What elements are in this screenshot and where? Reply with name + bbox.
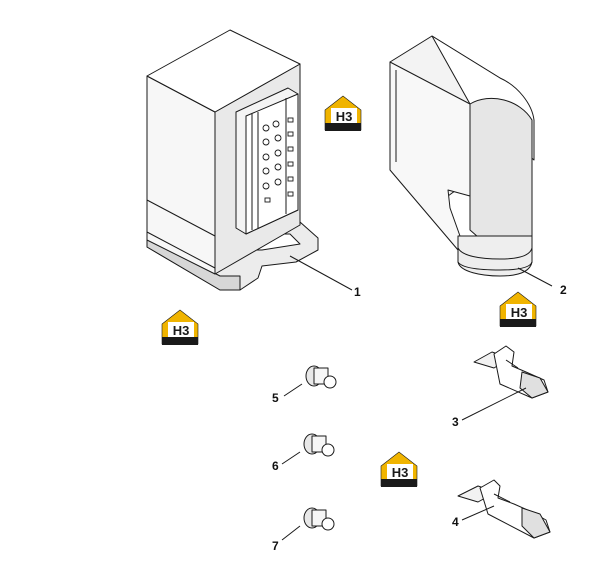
callout-5: 5	[272, 391, 279, 405]
callout-2: 2	[560, 283, 567, 297]
part-2-connector-hood	[389, 35, 553, 287]
part-1-connector-housing	[146, 29, 353, 291]
part-3-crimp-terminal	[461, 345, 549, 421]
part-4-crimp-terminal	[457, 479, 551, 539]
callout-4: 4	[452, 515, 459, 529]
watermark-logo	[380, 451, 418, 488]
part-5-seal-plug	[283, 365, 337, 397]
watermark-logo	[324, 95, 362, 132]
callout-1: 1	[354, 285, 361, 299]
callout-7: 7	[272, 539, 279, 553]
callout-3: 3	[452, 415, 459, 429]
part-6-seal-plug	[281, 433, 335, 465]
watermark-logo	[161, 309, 199, 346]
part-7-seal-plug	[281, 507, 335, 541]
callout-6: 6	[272, 459, 279, 473]
watermark-logo	[499, 291, 537, 328]
